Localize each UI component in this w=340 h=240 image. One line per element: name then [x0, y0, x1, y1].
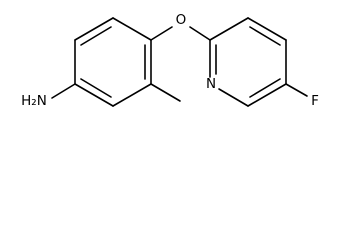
pyridine-ring: [209, 17, 287, 107]
amine-label: H₂N: [21, 93, 47, 109]
double-bond-inner: [80, 78, 112, 98]
bond: [112, 17, 152, 41]
bond-o-c: [189, 26, 211, 41]
bond: [74, 17, 114, 41]
bond-c-f: [285, 83, 308, 97]
bond: [247, 83, 287, 107]
pyridine-nitrogen-label: N: [206, 76, 216, 92]
double-bond-inner: [249, 26, 281, 46]
bond: [112, 83, 152, 107]
bond: [209, 17, 249, 41]
bond: [247, 17, 287, 41]
oxygen-label: O: [176, 12, 187, 28]
double-bond-inner: [249, 78, 281, 98]
bond-c-n-amine: [51, 83, 76, 99]
bond-c-o: [150, 26, 173, 41]
bond-c-methyl: [150, 83, 181, 102]
bond: [218, 88, 249, 107]
fluorine-label: F: [311, 93, 319, 109]
double-bond-inner: [80, 26, 112, 46]
benzene-ring: [74, 17, 152, 107]
chemical-structure-diagram: H₂N O N F: [21, 12, 319, 109]
bond: [74, 83, 114, 107]
